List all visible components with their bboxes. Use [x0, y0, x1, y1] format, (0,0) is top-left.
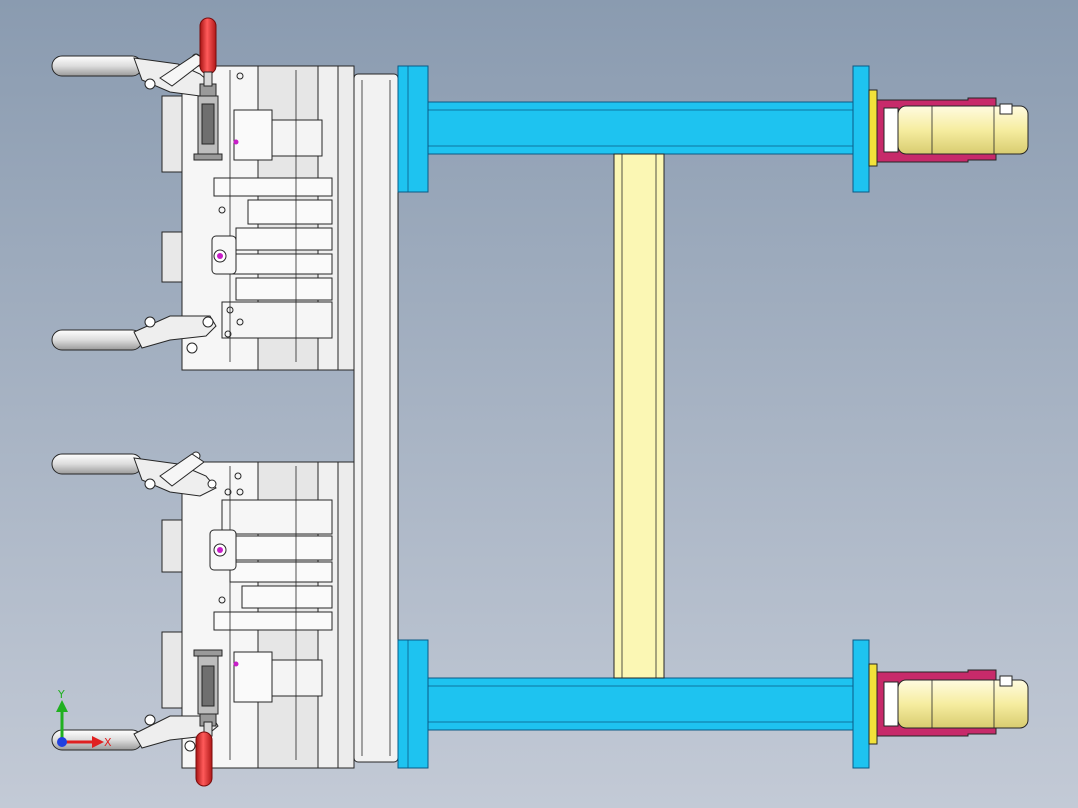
base-plate[interactable]	[337, 65, 399, 769]
toggle-clamp-3[interactable]	[51, 451, 217, 497]
coordinate-triad: Y X	[56, 688, 112, 749]
mounting-flange-top[interactable]	[397, 65, 429, 193]
longitudinal-beam-top[interactable]	[427, 101, 855, 155]
red-handle-top[interactable]	[199, 17, 217, 87]
triad-y-label: Y	[57, 688, 65, 701]
caster-wheel-top[interactable]	[876, 97, 1029, 163]
end-flange-bottom[interactable]	[852, 639, 878, 769]
caster-wheel-bottom[interactable]	[876, 669, 1029, 737]
push-clamp-bottom[interactable]	[193, 649, 223, 727]
longitudinal-beam-bottom[interactable]	[427, 677, 855, 731]
fixture-block-bottom[interactable]	[161, 461, 339, 769]
red-handle-bottom[interactable]	[195, 721, 213, 787]
toggle-clamp-2[interactable]	[51, 315, 217, 354]
end-flange-top[interactable]	[852, 65, 878, 193]
push-clamp-top[interactable]	[193, 83, 223, 161]
mounting-flange-bottom[interactable]	[397, 639, 429, 769]
triad-x-label: X	[104, 736, 112, 749]
cross-beam[interactable]	[613, 153, 665, 679]
